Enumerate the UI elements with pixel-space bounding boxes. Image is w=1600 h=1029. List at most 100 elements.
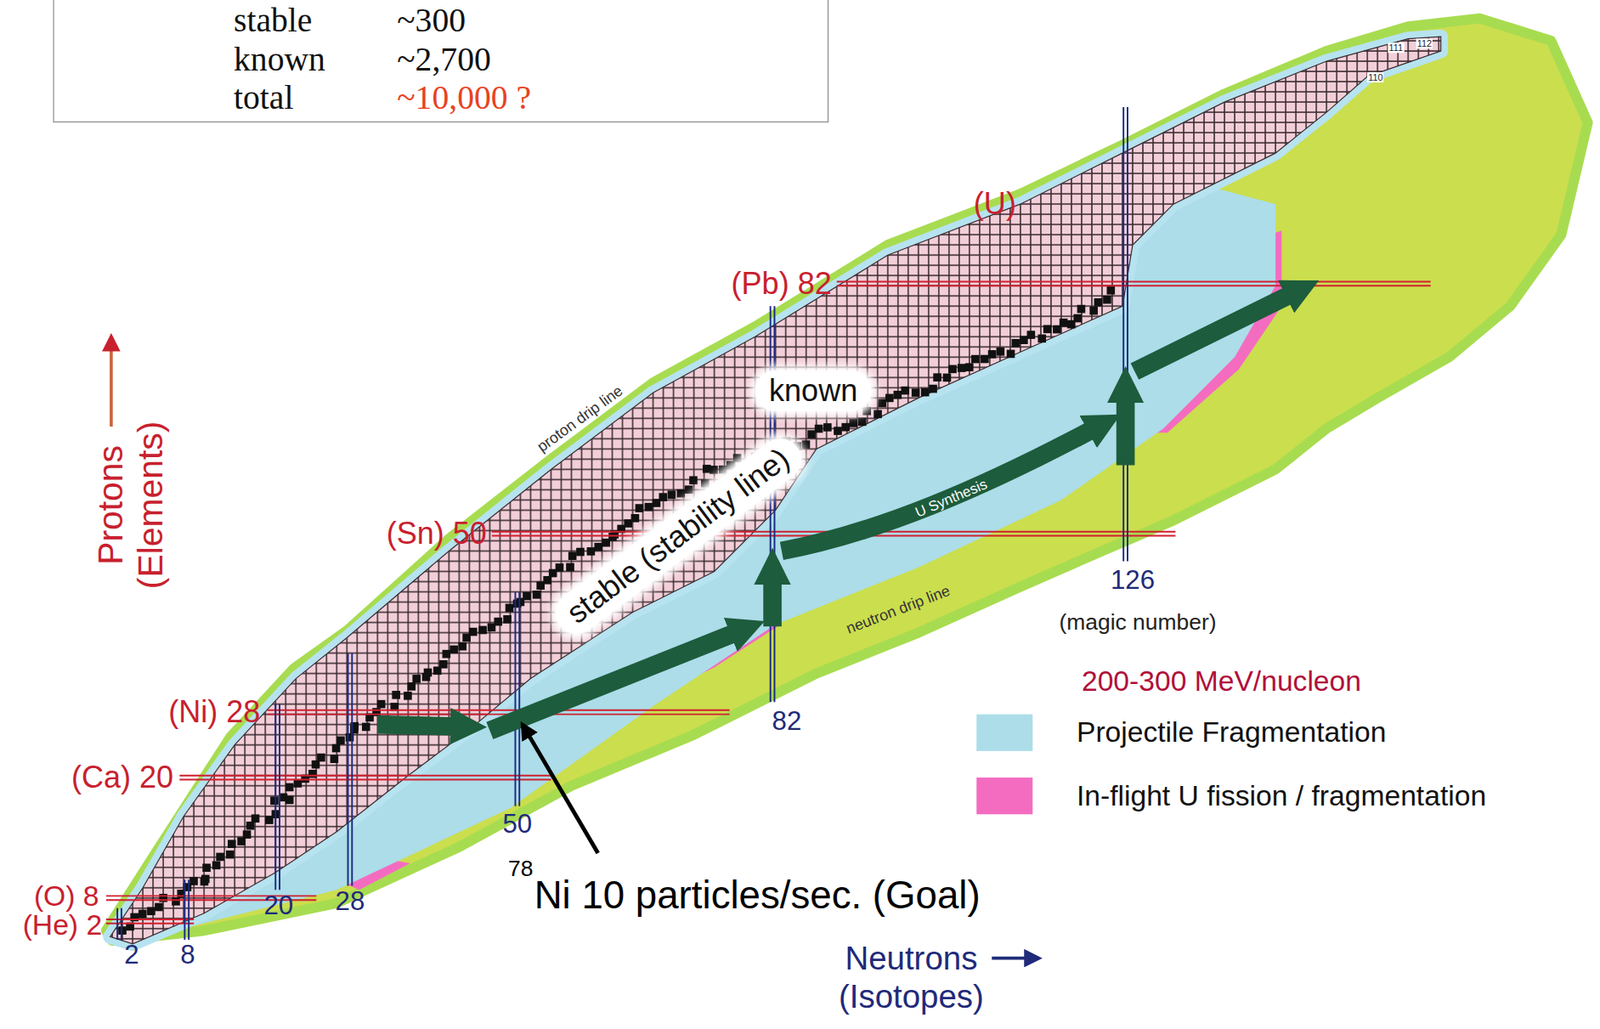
chart-shape	[183, 879, 186, 940]
chart-shape	[1122, 107, 1125, 561]
stable-nucleus	[932, 373, 942, 382]
stable-nucleus	[377, 700, 386, 709]
element-number: 111	[1387, 42, 1404, 53]
stable-nucleus	[807, 429, 816, 439]
stable-nucleus	[858, 418, 867, 427]
stable-nucleus	[971, 355, 980, 364]
chart-shape	[1134, 291, 1296, 372]
stable-nucleus	[988, 350, 997, 359]
stable-nucleus	[684, 485, 694, 494]
stable-nucleus	[631, 514, 640, 523]
stable-nucleus	[1043, 324, 1052, 334]
stable-nucleus	[948, 365, 957, 374]
legend-heading: 200-300 MeV/nucleon	[1081, 665, 1362, 699]
chart-shape	[106, 918, 194, 921]
stable-nucleus	[677, 489, 686, 498]
stable-nucleus	[336, 736, 345, 746]
stable-nucleus	[439, 660, 448, 669]
stable-nucleus	[285, 783, 294, 792]
table-cell: total	[233, 78, 397, 118]
chart-shape	[514, 592, 516, 807]
neutron-magic-number: 50	[502, 808, 532, 840]
stable-nucleus	[565, 563, 575, 572]
stable-nucleus	[900, 386, 910, 396]
stable-nucleus	[285, 796, 294, 805]
stable-nucleus	[980, 355, 990, 364]
stable-nucleus	[1073, 314, 1082, 323]
chart-shape	[518, 592, 521, 807]
stable-nucleus	[718, 465, 728, 475]
legend-entry: Projectile Fragmentation	[976, 714, 1386, 752]
stable-nucleus	[1107, 286, 1116, 295]
stable-nucleus	[202, 863, 211, 872]
table-cell: ~300	[396, 0, 818, 40]
proton-magic-number: (Sn) 50	[386, 515, 487, 551]
stable-nucleus	[227, 839, 237, 849]
stable-nucleus	[965, 362, 974, 372]
stable-nucleus	[623, 519, 633, 528]
stable-nucleus	[893, 390, 903, 400]
stable-nucleus	[478, 626, 487, 635]
stable-nucleus	[189, 876, 198, 886]
chart-shape	[179, 774, 551, 777]
stable-nucleus	[873, 410, 882, 419]
stable-nucleus	[442, 650, 452, 659]
stable-nucleus	[911, 388, 921, 397]
stable-nucleus	[667, 490, 677, 499]
chart-shape	[769, 305, 772, 702]
stable-nucleus	[709, 465, 719, 475]
summary-table: stable~300known~2,700total~10,000 ?	[52, 0, 829, 123]
proton-magic-number: (Pb) 82	[731, 265, 832, 301]
stable-nucleus	[505, 604, 515, 613]
proton-magic-number: (He) 2	[22, 909, 102, 943]
chart-shape	[1126, 107, 1129, 561]
stable-nucleus	[412, 674, 421, 684]
stable-nucleus	[701, 479, 710, 488]
chart-shape	[1116, 391, 1136, 465]
stable-nucleus	[1019, 335, 1029, 345]
stable-nucleus	[996, 347, 1006, 357]
stable-nucleus	[1102, 295, 1112, 305]
stable-nucleus	[493, 617, 503, 627]
chart-shape	[781, 426, 1098, 552]
stable-nucleus	[469, 627, 478, 637]
goal-note: Ni 10 particles/sec. (Goal)	[534, 873, 981, 918]
stable-nucleus	[171, 897, 181, 906]
stable-nucleus	[733, 453, 742, 463]
stable-nucleus	[407, 682, 416, 691]
chart-shape	[120, 908, 123, 940]
stable-nucleus	[522, 592, 532, 601]
stable-nucleus	[226, 850, 235, 860]
table-cell: ~10,000 ?	[396, 78, 818, 118]
chart-shape	[763, 573, 782, 627]
stable-nucleus	[689, 475, 698, 485]
neutron-magic-number: 82	[772, 706, 803, 737]
arrow-label: U Synthesis	[912, 474, 990, 521]
chart-shape	[267, 709, 730, 712]
chart-shape	[106, 922, 194, 925]
neutron-axis-arrow	[991, 956, 1039, 961]
stable-nucleus	[212, 861, 221, 871]
stable-nucleus	[332, 744, 341, 753]
stable-nucleus	[246, 821, 255, 831]
stable-nucleus	[154, 903, 164, 912]
chart-shape	[774, 305, 776, 702]
element-number: 112	[1416, 38, 1434, 49]
neutron-magic-lines	[117, 107, 1128, 940]
stable-nucleus	[1094, 298, 1103, 307]
chart-shape	[836, 280, 1431, 283]
stable-nucleus	[593, 542, 603, 552]
chart-shape	[489, 630, 741, 731]
chart-shape	[274, 704, 277, 891]
stable-nucleus	[841, 423, 850, 432]
proton-magic-number: (Ni) 28	[168, 695, 261, 730]
stable-nucleus	[576, 548, 585, 557]
stable-nucleus	[957, 363, 967, 373]
stable-nucleus	[1059, 318, 1069, 328]
proton-magic-number: (O) 8	[33, 880, 100, 914]
stable-nucleus	[532, 590, 542, 600]
stable-nucleus	[587, 547, 596, 556]
stable-nucleus	[138, 910, 147, 919]
boundary-label: proton drip line	[533, 381, 627, 456]
